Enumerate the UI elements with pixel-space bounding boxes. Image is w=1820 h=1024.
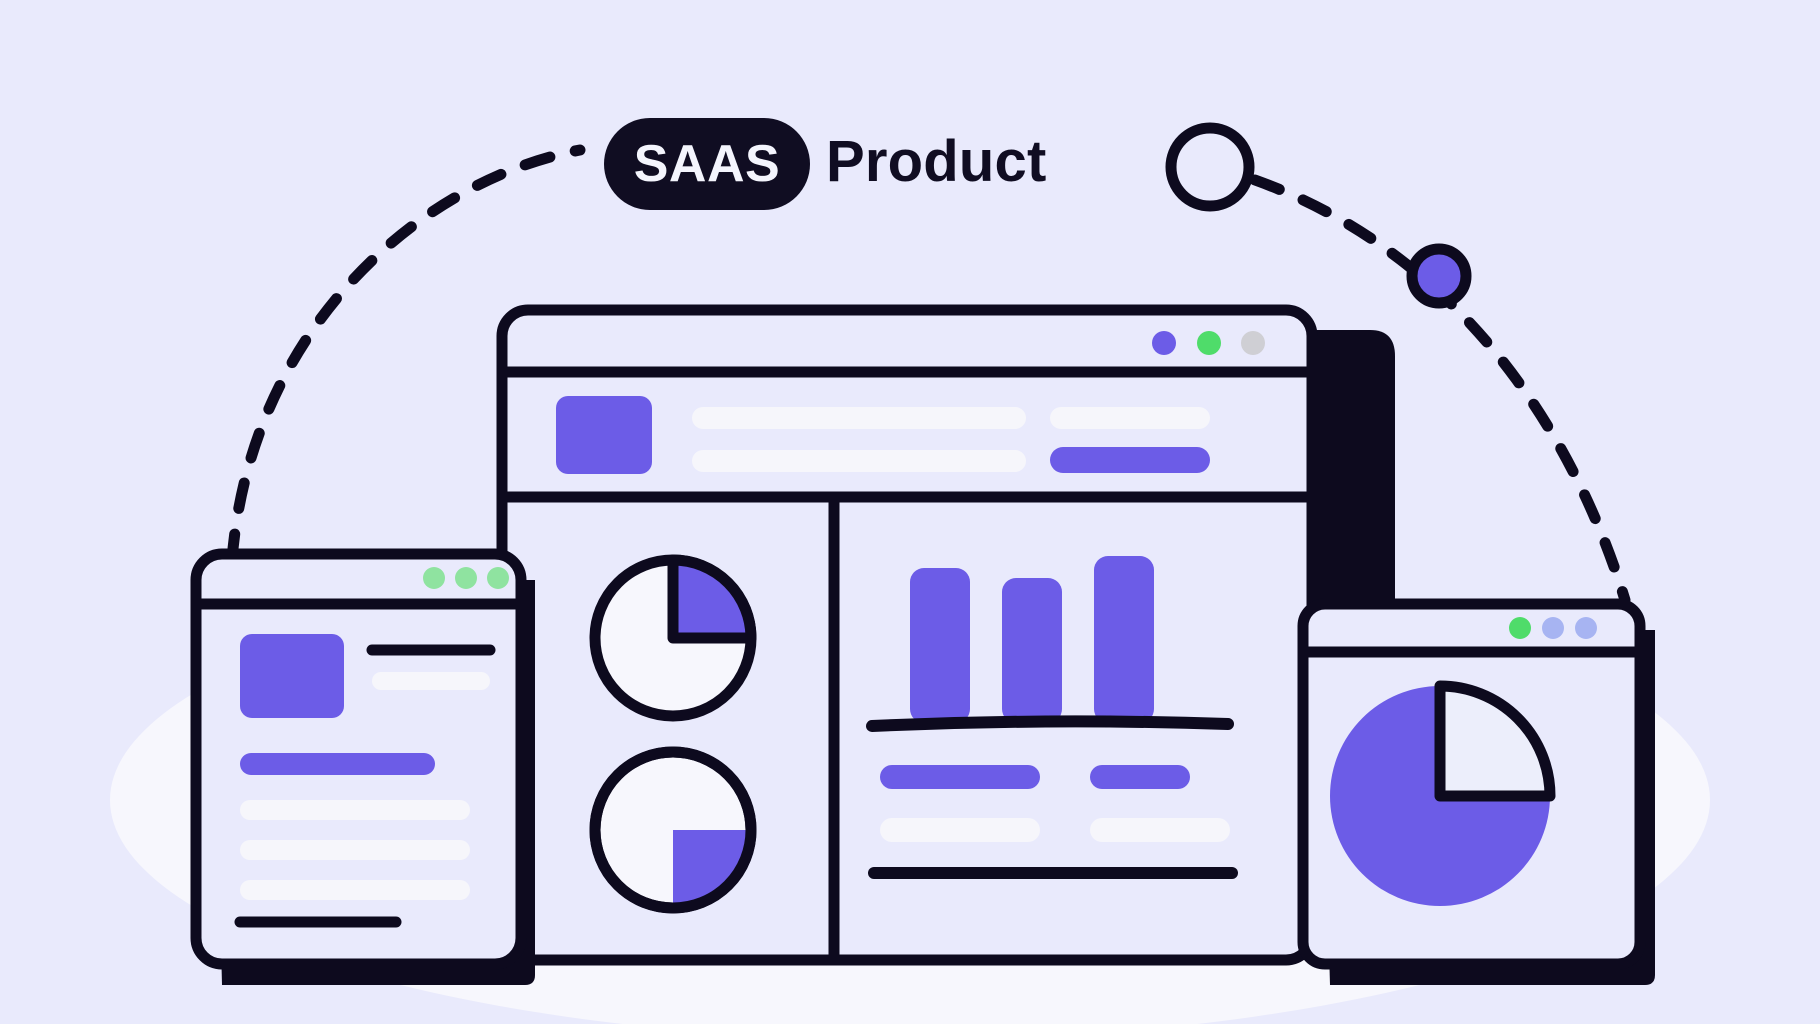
- header-text-bar: [692, 407, 1026, 429]
- pie-chart-bottom[interactable]: [589, 746, 757, 914]
- bar-chart-baseline: [866, 715, 1234, 732]
- tablet-bar-light: [240, 880, 470, 900]
- brand-logo-tile-icon: [556, 396, 652, 474]
- phone-dot-blue-1-icon[interactable]: [1542, 617, 1564, 639]
- pie-top-slice: [667, 554, 757, 644]
- tablet-bar-light: [240, 840, 470, 860]
- bar-chart-panel: [866, 556, 1238, 879]
- tablet-dot-1-icon[interactable]: [423, 567, 445, 589]
- bar-1: [910, 568, 970, 723]
- header-cta-bar[interactable]: [1050, 447, 1210, 473]
- content-bar-left: [880, 818, 1040, 842]
- desktop-browser-window[interactable]: [496, 304, 1395, 966]
- tablet-bar-light: [240, 800, 470, 820]
- pie-chart-panel: [589, 554, 757, 914]
- header-text-bar: [692, 450, 1026, 472]
- pie-chart-top[interactable]: [589, 554, 757, 722]
- header-text-bar: [1050, 407, 1210, 429]
- tablet-window[interactable]: [190, 548, 535, 985]
- phone-pie-empty-quadrant: [1434, 680, 1556, 802]
- outline-circle-icon: [1165, 122, 1255, 212]
- legend-bar-left: [880, 765, 1040, 789]
- dashed-arc-left: [226, 144, 586, 566]
- phone-dot-blue-2-icon[interactable]: [1575, 617, 1597, 639]
- phone-pie-chart[interactable]: [1330, 680, 1556, 906]
- legend-bar-right: [1090, 765, 1190, 789]
- tablet-bar-light: [372, 672, 490, 690]
- bar-2: [1002, 578, 1062, 723]
- purple-dot-circle-icon: [1406, 243, 1472, 309]
- tablet-dot-2-icon[interactable]: [455, 567, 477, 589]
- phone-dot-green-icon[interactable]: [1509, 617, 1531, 639]
- bar-3: [1094, 556, 1154, 723]
- avatar-tile-icon: [240, 634, 344, 718]
- pie-bottom-ring: [589, 746, 757, 914]
- content-bar-right: [1090, 818, 1230, 842]
- window-dot-green-icon[interactable]: [1197, 331, 1221, 355]
- window-dot-gray-icon[interactable]: [1241, 331, 1265, 355]
- pie-bottom-slice: [673, 830, 751, 908]
- tablet-dot-3-icon[interactable]: [487, 567, 509, 589]
- tablet-bar-purple: [240, 753, 435, 775]
- window-dot-purple-icon[interactable]: [1152, 331, 1176, 355]
- phone-window[interactable]: [1297, 598, 1655, 985]
